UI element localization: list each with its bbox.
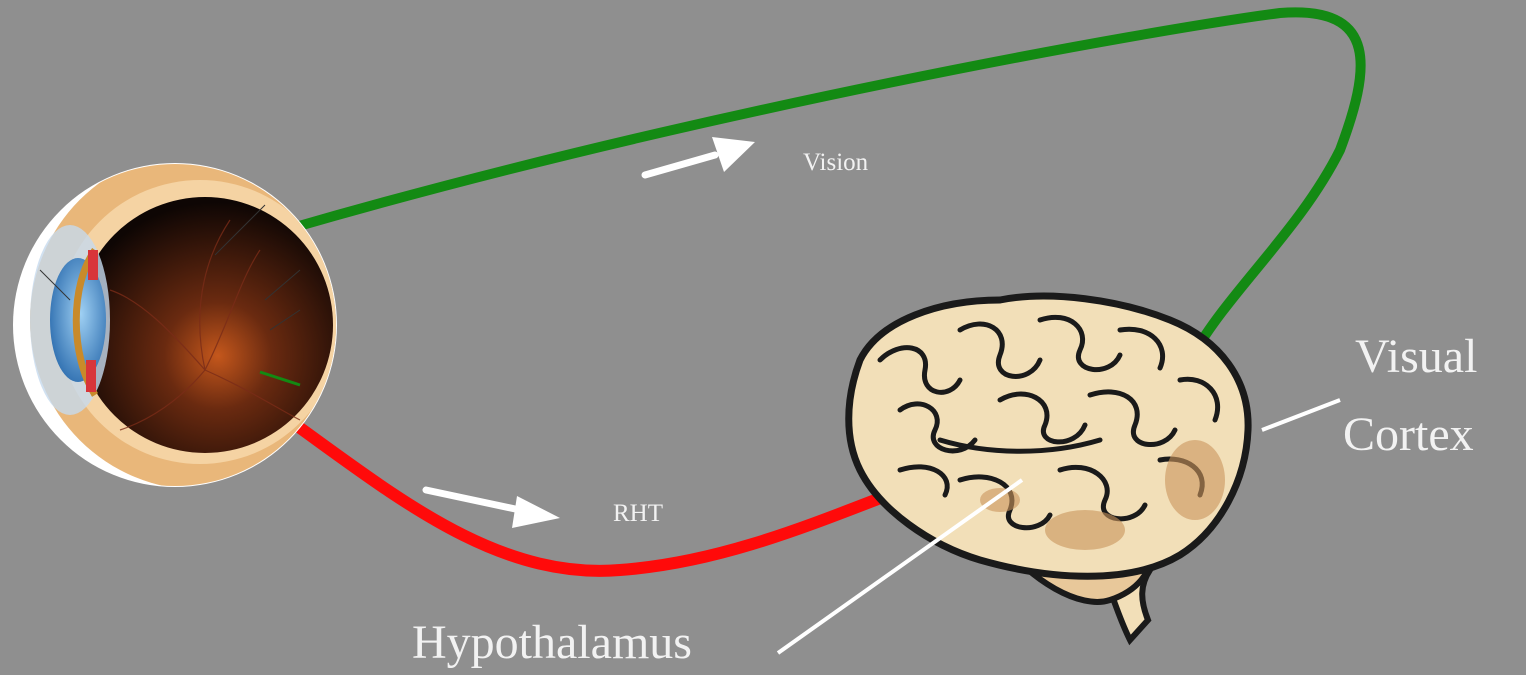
visual-label: Visual <box>1355 330 1477 383</box>
cortex-label: Cortex <box>1343 408 1474 461</box>
rht-label: RHT <box>613 500 663 527</box>
hypothalamus-label: Hypothalamus <box>412 616 692 669</box>
vision-pathway-line <box>292 12 1361 355</box>
vision-label: Vision <box>803 149 869 176</box>
visual-cortex-pointer-line <box>1262 400 1340 430</box>
brain-icon <box>849 296 1248 640</box>
vision-direction-arrow <box>645 137 755 175</box>
